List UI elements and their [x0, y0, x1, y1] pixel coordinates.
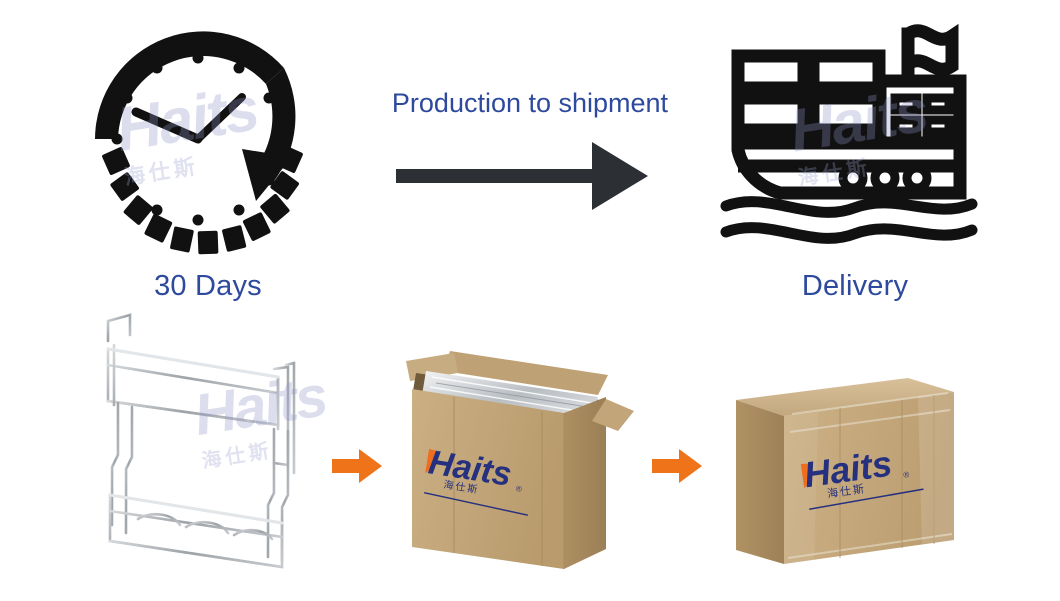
svg-text:®: ® [515, 484, 522, 494]
cargo-ship-icon [720, 18, 980, 253]
right-arrow-icon [396, 140, 651, 212]
step-arrow-2 [652, 448, 702, 484]
sealed-carton-box-photo: Haits 海仕斯 ® [722, 372, 972, 572]
delivery-block: Delivery [720, 18, 990, 308]
transition-block: Production to shipment [360, 88, 700, 218]
svg-text:®: ® [903, 470, 910, 480]
wire-basket-rack-photo [78, 305, 318, 585]
lead-time-block: 30 Days [78, 18, 338, 308]
transition-label: Production to shipment [391, 88, 669, 118]
lead-time-caption: 30 Days [154, 270, 262, 302]
delivery-caption: Delivery [801, 270, 909, 302]
open-carton-box-photo: Haits 海仕斯 ® [392, 325, 642, 580]
step-arrow-1 [332, 448, 382, 484]
clock-arrow-icon [78, 18, 328, 255]
